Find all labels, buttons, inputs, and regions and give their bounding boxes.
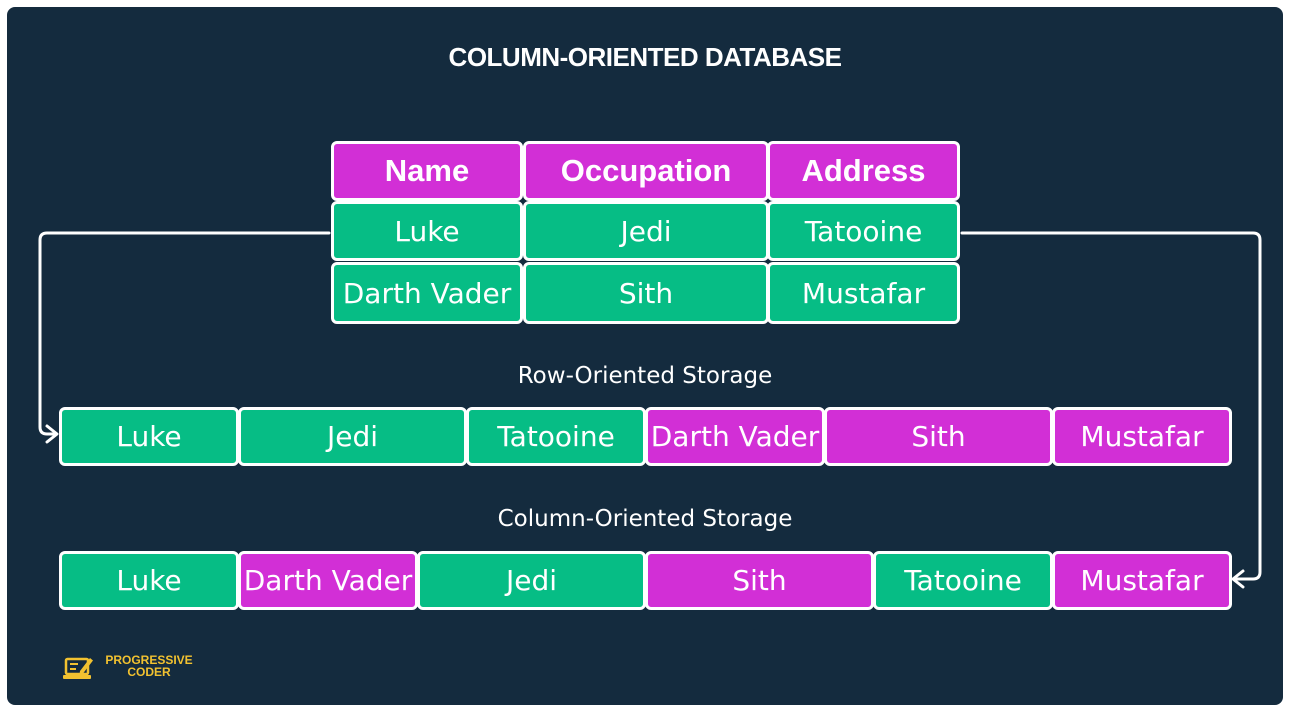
- column-storage-cell: Mustafar: [1052, 551, 1232, 610]
- diagram-canvas: COLUMN-ORIENTED DATABASE Name Occupation…: [7, 7, 1283, 705]
- row-storage-label: Row-Oriented Storage: [517, 363, 773, 389]
- logo-line-1: PROGRESSIVE: [105, 653, 193, 667]
- arrowhead-row-storage: [45, 424, 59, 444]
- table-cell-r2-name: Darth Vader: [331, 262, 523, 324]
- column-storage-cell: Jedi: [417, 551, 646, 610]
- column-storage-cell: Sith: [645, 551, 874, 610]
- table-cell-r1-occupation: Jedi: [523, 201, 769, 261]
- row-storage-cell: Darth Vader: [645, 407, 825, 466]
- laptop-pencil-icon: [63, 657, 93, 679]
- table-cell-r1-name: Luke: [331, 201, 523, 261]
- table-header-name: Name: [331, 141, 523, 201]
- row-storage-cell: Sith: [824, 407, 1053, 466]
- row-storage-cell: Luke: [59, 407, 239, 466]
- column-storage-cell: Tatooine: [873, 551, 1053, 610]
- row-storage-cell: Tatooine: [466, 407, 646, 466]
- table-header-address: Address: [767, 141, 960, 201]
- column-storage-cell: Luke: [59, 551, 239, 610]
- table-header-occupation: Occupation: [523, 141, 769, 201]
- table-cell-r2-address: Mustafar: [767, 262, 960, 324]
- logo-line-2: CODER: [127, 665, 171, 679]
- table-cell-r2-occupation: Sith: [523, 262, 769, 324]
- row-storage-cell: Mustafar: [1052, 407, 1232, 466]
- arrow-table-to-row-storage: [38, 231, 331, 436]
- column-storage-label: Column-Oriented Storage: [497, 506, 793, 532]
- arrowhead-column-storage: [1231, 569, 1245, 589]
- column-storage-cell: Darth Vader: [238, 551, 418, 610]
- diagram-title: COLUMN-ORIENTED DATABASE: [448, 42, 842, 72]
- table-cell-r1-address: Tatooine: [767, 201, 960, 261]
- row-storage-cell: Jedi: [238, 407, 467, 466]
- progressive-coder-logo: PROGRESSIVE CODER: [63, 654, 213, 684]
